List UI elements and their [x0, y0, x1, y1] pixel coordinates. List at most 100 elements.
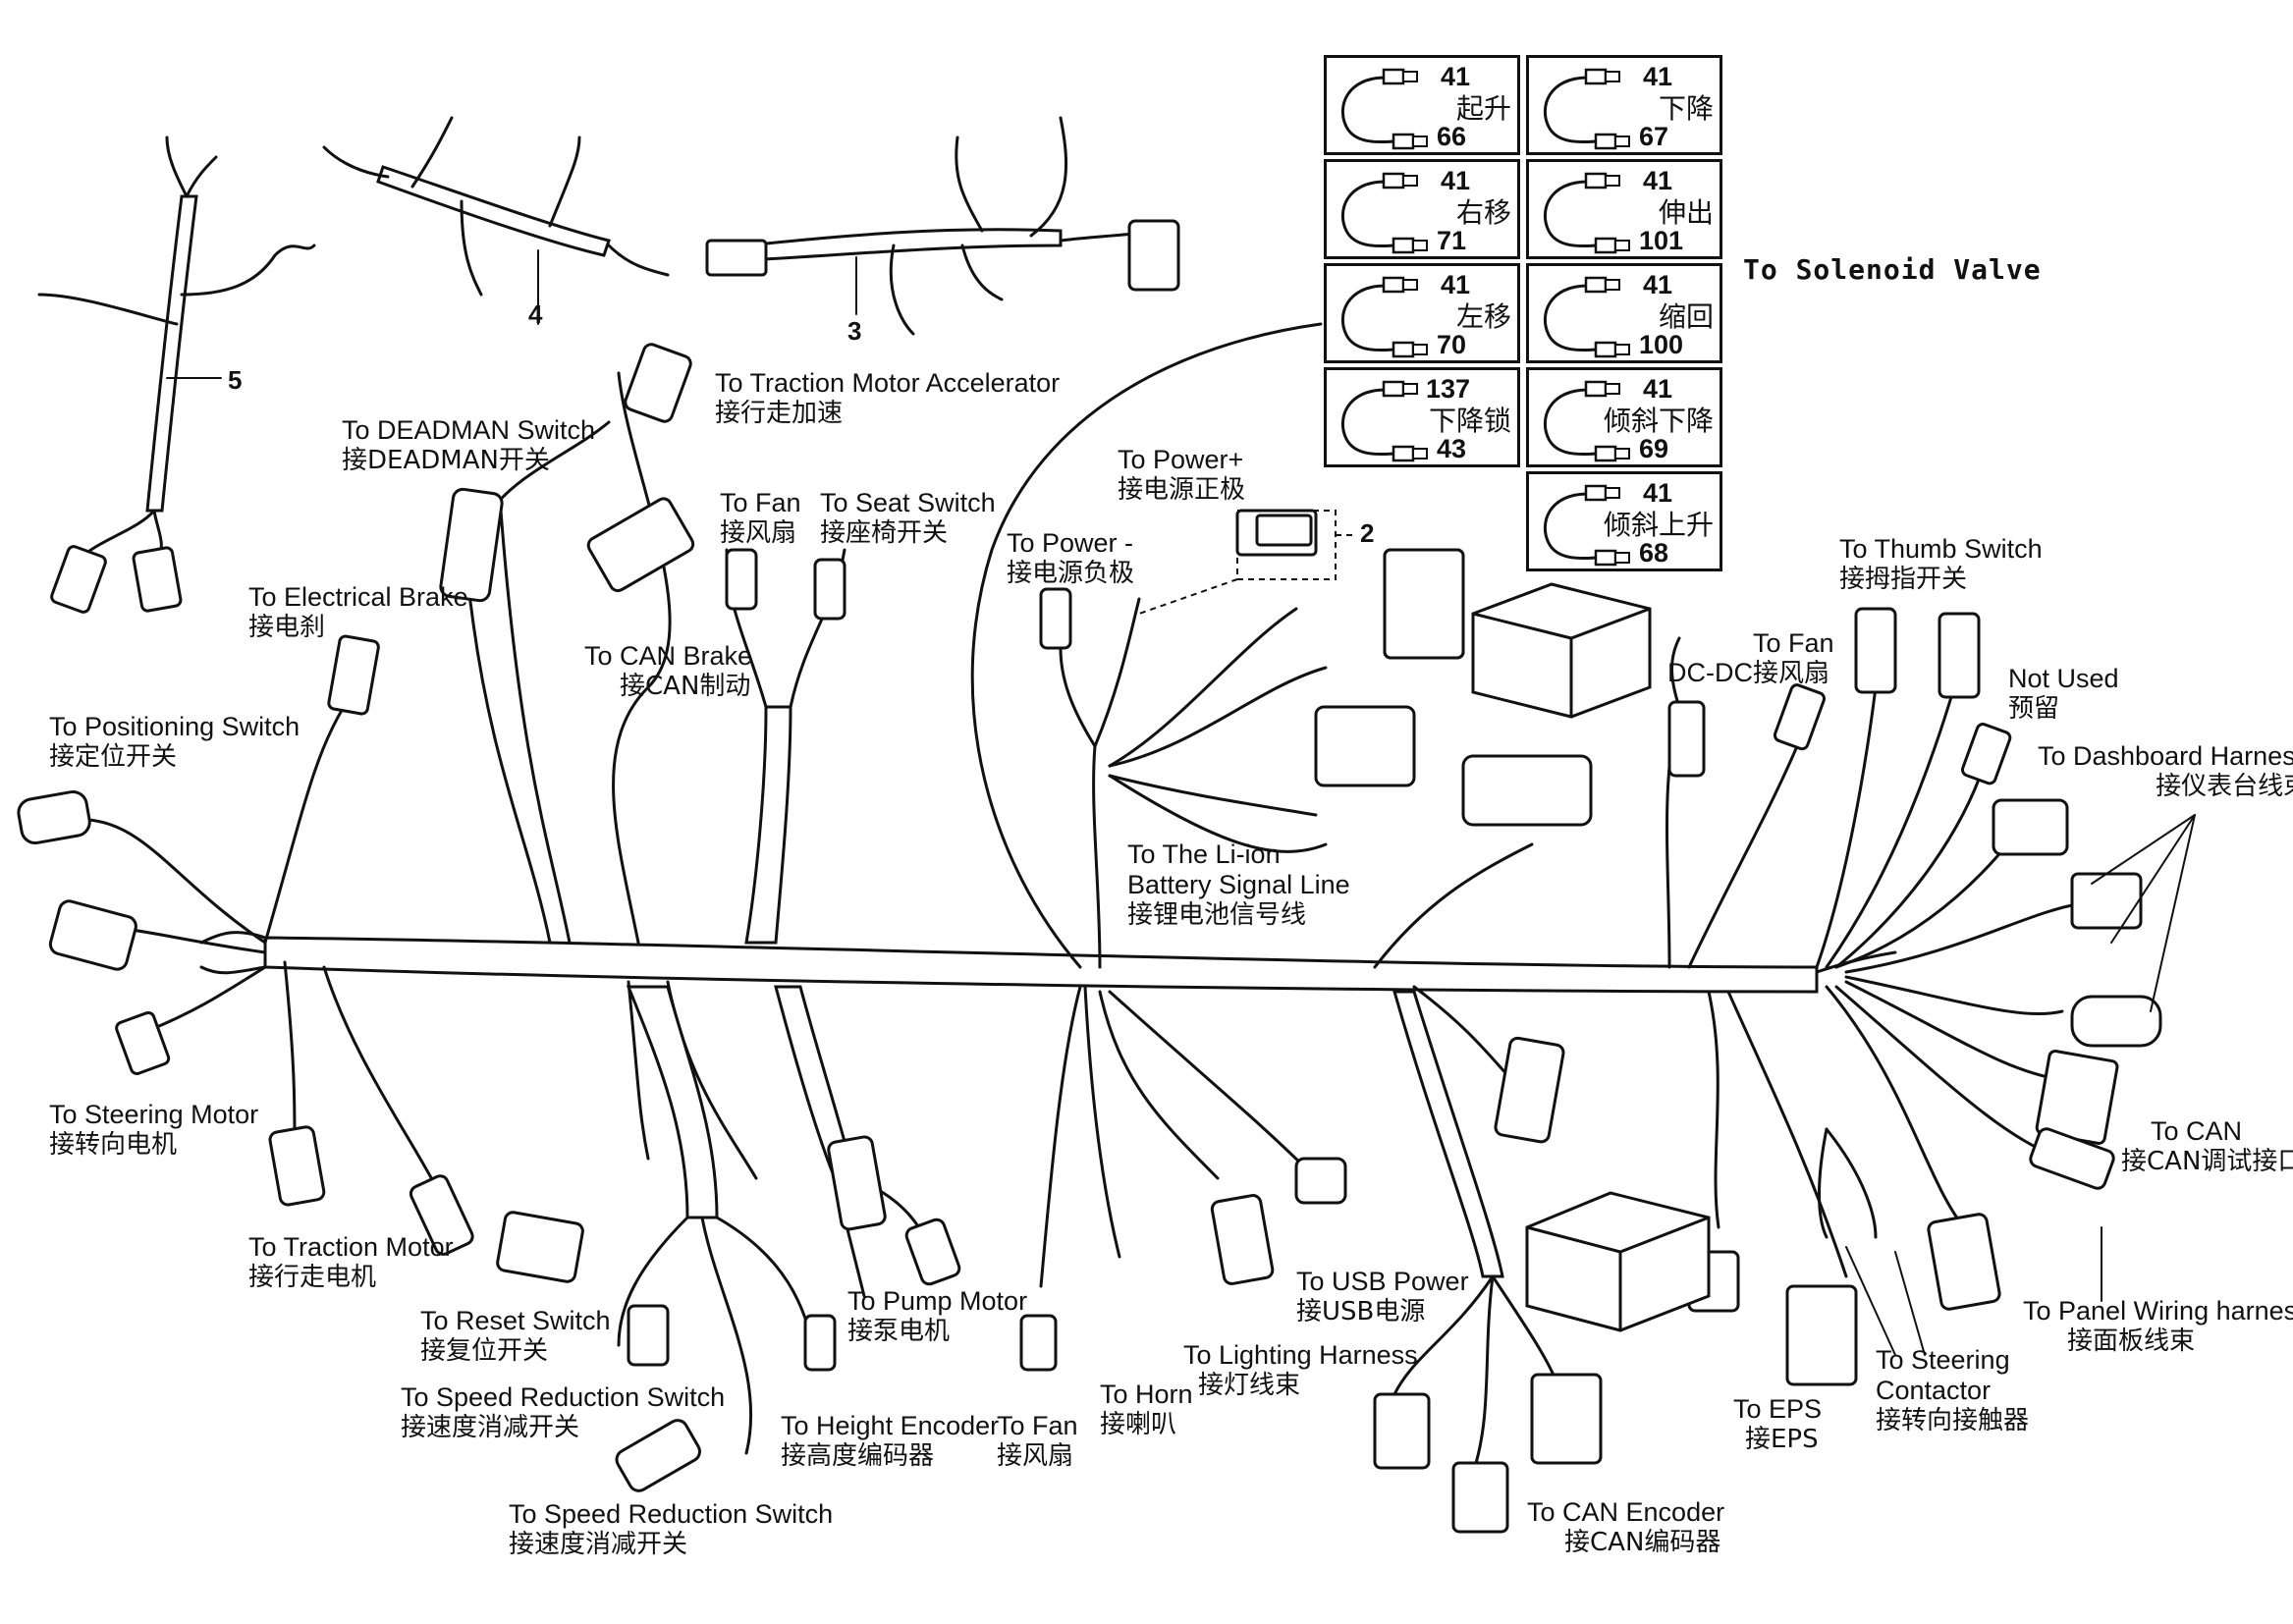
wire-number-b: 43: [1437, 434, 1467, 463]
label-electrical-brake: To Electrical Brake 接电刹: [248, 582, 468, 643]
label-height-encoder: To Height Encoder 接高度编码器: [781, 1411, 999, 1472]
label-en: To Horn: [1100, 1380, 1193, 1409]
label-cn: 接灯线束: [1198, 1371, 1301, 1400]
wire-pair-icon: [1543, 68, 1630, 150]
label-en: To CAN Encoder: [1527, 1497, 1725, 1527]
label-cn: 接电源正极: [1118, 475, 1246, 505]
label-speed-reduction-1: To Speed Reduction Switch 接速度消减开关: [401, 1382, 725, 1443]
label-en: To Electrical Brake: [248, 582, 468, 612]
label-en: To Speed Reduction Switch: [401, 1382, 726, 1412]
label-cn: 接座椅开关: [820, 518, 949, 548]
label-power-minus: To Power - 接电源负极: [1007, 528, 1134, 589]
label-en: To Height Encoder: [781, 1411, 1000, 1440]
solenoid-valve-title: To Solenoid Valve: [1743, 253, 2042, 286]
label-cn: 接转向接触器: [1876, 1406, 2030, 1435]
wire-pair-icon: [1340, 172, 1428, 254]
label-en: To Power -: [1007, 528, 1134, 558]
label-cn: 接高度编码器: [781, 1441, 935, 1471]
label-cn: 接速度消减开关: [509, 1530, 688, 1559]
label-cn: 接泵电机: [847, 1317, 951, 1346]
valve-function: 倾斜下降: [1603, 405, 1714, 437]
label-cn: 接USB电源: [1296, 1297, 1426, 1326]
solenoid-cell: 41 倾斜上升 68: [1526, 471, 1722, 571]
wire-pair-icon: [1340, 68, 1428, 150]
contactor-part-2: [1138, 510, 1465, 660]
part-number-2: 2: [1360, 518, 1375, 548]
wire-number-a: 137: [1425, 374, 1470, 404]
solenoid-cell: 41 起升 66: [1324, 55, 1520, 155]
connectors: [17, 343, 2162, 1534]
label-en: Not Used: [2008, 664, 2119, 693]
wire-pair-icon: [1340, 380, 1428, 462]
label-horn: To Horn 接喇叭: [1100, 1380, 1193, 1440]
label-thumb-switch: To Thumb Switch 接拇指开关: [1839, 534, 2043, 595]
wire-number-a: 41: [1440, 270, 1470, 299]
wire-number-b: 70: [1437, 330, 1467, 359]
label-cn: 接行走电机: [248, 1263, 377, 1292]
wire-pair-icon: [1340, 276, 1428, 358]
label-en: To The Li-ion: [1127, 839, 1281, 869]
valve-function: 伸出: [1658, 196, 1714, 229]
wire-pair-icon: [1543, 276, 1630, 358]
label-dashboard-harness: To Dashboard Harness 接仪表台线束: [2038, 741, 2293, 802]
label-speed-reduction-2: To Speed Reduction Switch 接速度消减开关: [509, 1499, 833, 1560]
label-cn: 接DEADMAN开关: [342, 446, 550, 475]
label-cn: 接定位开关: [49, 742, 178, 772]
label-power-plus: To Power+ 接电源正极: [1118, 445, 1245, 506]
label-fan-right: To Fan 接风扇: [1753, 628, 1834, 689]
label-cn: 接转向电机: [49, 1130, 178, 1160]
valve-function: 起升: [1455, 92, 1511, 125]
label-panel-wiring: To Panel Wiring harness 接面板线束: [2023, 1296, 2293, 1357]
label-en: To Thumb Switch: [1839, 534, 2043, 564]
label-fan-top: To Fan 接风扇: [720, 488, 801, 549]
label-can-debug: To CAN 接CAN调试接口: [2121, 1116, 2293, 1177]
wire-number-a: 41: [1642, 270, 1672, 299]
label-en: To Traction Motor Accelerator: [715, 368, 1061, 398]
label-cn: 接喇叭: [1100, 1410, 1177, 1439]
label-reset-switch: To Reset Switch 接复位开关: [420, 1306, 611, 1367]
label-en: To Dashboard Harness: [2038, 741, 2293, 771]
label-cn: 接风扇: [997, 1441, 1074, 1471]
label-en: To Fan: [720, 488, 801, 517]
label-lighting-harness: To Lighting Harness 接灯线束: [1183, 1340, 1418, 1401]
label-can-encoder: To CAN Encoder 接CAN编码器: [1527, 1497, 1724, 1558]
valve-function: 下降锁: [1428, 405, 1511, 437]
wire-number-b: 69: [1639, 434, 1669, 463]
harness-part-5: [37, 135, 316, 614]
solenoid-cell: 41 倾斜下降 69: [1526, 367, 1722, 467]
label-en-2: Contactor: [1876, 1376, 1992, 1405]
solenoid-valve-legend: 41 起升 66 41 下降 67 41 右移 71 41 伸出 101 41 …: [1324, 55, 1730, 571]
label-cn: 接风扇: [1753, 659, 1830, 688]
label-cn: 接行走加速: [715, 399, 844, 428]
label-li-ion-battery: To The Li-ion Battery Signal Line 接锂电池信号…: [1127, 839, 1350, 931]
label-pump-motor: To Pump Motor 接泵电机: [847, 1286, 1027, 1347]
label-en: To Positioning Switch: [49, 712, 300, 741]
solenoid-cell: 41 右移 71: [1324, 159, 1520, 259]
valve-function: 下降: [1658, 92, 1714, 125]
label-cn: 接锂电池信号线: [1127, 900, 1307, 930]
label-en-2: Battery Signal Line: [1127, 870, 1350, 899]
label-en: To Panel Wiring harness: [2023, 1296, 2293, 1326]
valve-function: 左移: [1455, 300, 1511, 333]
wire-number-a: 41: [1642, 62, 1672, 91]
wire-number-b: 101: [1639, 226, 1684, 255]
label-en: To Lighting Harness: [1183, 1340, 1418, 1370]
wire-number-a: 41: [1440, 166, 1470, 195]
solenoid-cell: 41 伸出 101: [1526, 159, 1722, 259]
label-en: To Steering Motor: [49, 1100, 259, 1129]
label-cn: 接CAN编码器: [1564, 1528, 1721, 1557]
label-en: To Fan: [1753, 628, 1834, 658]
part-number-5: 5: [228, 365, 243, 395]
label-usb-power: To USB Power 接USB电源: [1296, 1267, 1469, 1327]
wire-number-a: 41: [1440, 62, 1470, 91]
controller-module-top: [1471, 582, 1652, 719]
label-cn: 预留: [2008, 694, 2060, 724]
label-en: To Speed Reduction Switch: [509, 1499, 834, 1529]
label-deadman-switch: To DEADMAN Switch 接DEADMAN开关: [342, 415, 595, 476]
label-en: To Traction Motor: [248, 1232, 454, 1262]
label-cn: 接拇指开关: [1839, 565, 1968, 594]
label-dcdc: DC-DC: [1667, 658, 1753, 688]
label-cn: 接速度消减开关: [401, 1413, 580, 1442]
label-steering-contactor: To Steering Contactor 接转向接触器: [1876, 1345, 2029, 1436]
controller-module-bottom: [1525, 1191, 1711, 1332]
